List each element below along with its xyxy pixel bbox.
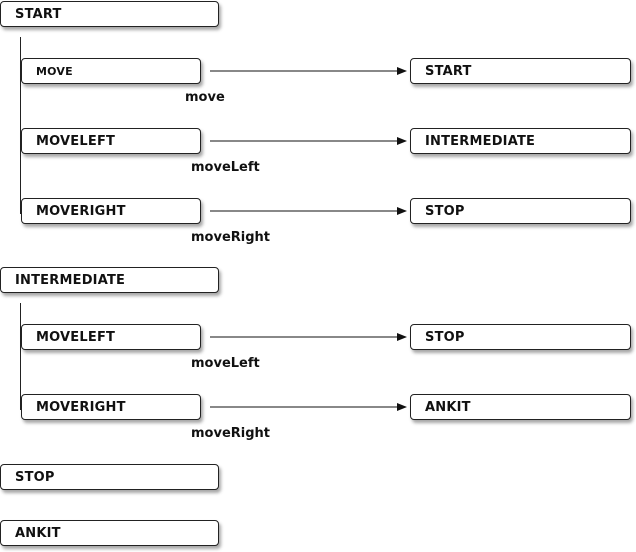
event-moveright[interactable]: MOVERIGHT [21, 394, 201, 420]
method-label-moveright: moveRight [191, 230, 271, 245]
method-label-move: move [185, 90, 225, 105]
event-moveright[interactable]: MOVERIGHT [21, 198, 201, 224]
state-start[interactable]: START [0, 1, 219, 27]
state-start-connector-line [20, 37, 21, 214]
target-stop[interactable]: STOP [410, 198, 631, 224]
method-label-moveleft: moveLeft [191, 356, 260, 371]
state-ankit[interactable]: ANKIT [0, 520, 219, 546]
method-label-moveleft: moveLeft [191, 160, 260, 175]
state-intermediate[interactable]: INTERMEDIATE [0, 267, 219, 293]
state-stop[interactable]: STOP [0, 464, 219, 490]
target-intermediate[interactable]: INTERMEDIATE [410, 128, 631, 154]
event-moveleft[interactable]: MOVELEFT [21, 324, 201, 350]
target-stop[interactable]: STOP [410, 324, 631, 350]
target-start[interactable]: START [410, 58, 631, 84]
target-ankit[interactable]: ANKIT [410, 394, 631, 420]
event-moveleft[interactable]: MOVELEFT [21, 128, 201, 154]
state-intermediate-connector-line [20, 303, 21, 410]
method-label-moveright: moveRight [191, 426, 271, 441]
event-move[interactable]: MOVE [21, 58, 201, 84]
